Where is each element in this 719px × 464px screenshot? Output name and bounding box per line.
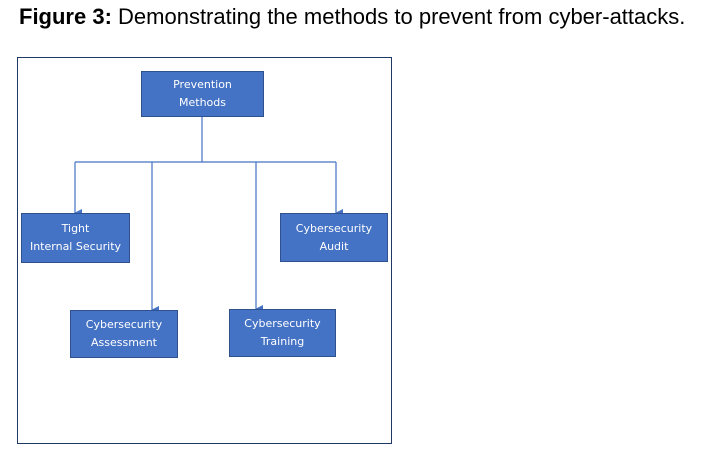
figure-caption: Figure 3: Demonstrating the methods to p…	[19, 4, 685, 30]
node-label-line2: Assessment	[91, 336, 157, 349]
figure-caption-text: Demonstrating the methods to prevent fro…	[111, 4, 686, 29]
node-cybersecurity-assessment: Cybersecurity Assessment	[70, 310, 178, 358]
node-label-line1: Cybersecurity	[295, 221, 373, 235]
node-label-line2: Training	[260, 335, 305, 348]
diagram-frame	[17, 57, 392, 444]
node-label-line2: Methods	[179, 96, 226, 109]
node-label-line2: Internal Security	[29, 240, 122, 253]
node-cybersecurity-training: Cybersecurity Training	[229, 309, 336, 357]
node-tight-internal-security: Tight Internal Security	[21, 213, 130, 263]
node-label-line2: Audit	[319, 239, 349, 253]
node-prevention-methods: Prevention Methods	[141, 71, 264, 117]
node-label-line1: Tight	[61, 222, 90, 235]
node-cybersecurity-audit: Cybersecurity Audit	[280, 213, 388, 262]
node-label-line1: Prevention	[173, 78, 232, 91]
node-label-line1: Cybersecurity	[85, 318, 163, 331]
figure-label: Figure 3:	[19, 4, 112, 29]
node-label-line1: Cybersecurity	[244, 317, 321, 330]
